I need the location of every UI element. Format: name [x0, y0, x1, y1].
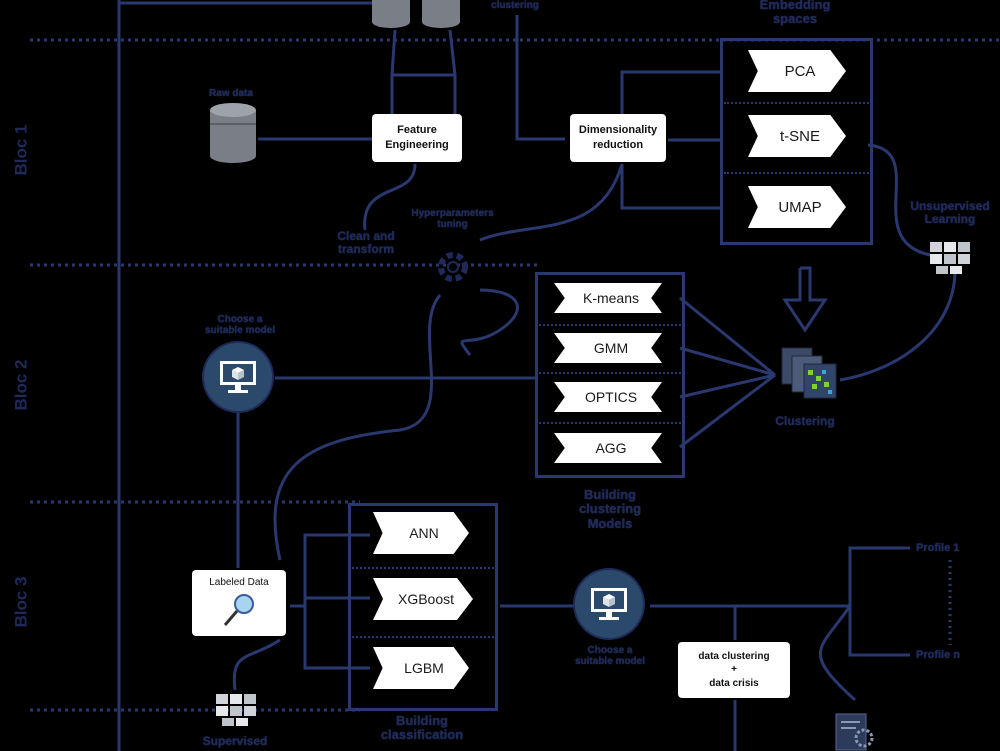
supervised-cubes-icon [216, 694, 256, 726]
feature-engineering-line-1: Feature [397, 124, 437, 137]
labeled-data-box[interactable]: Labeled Data [192, 570, 286, 636]
feature-engineering-line-2: Engineering [385, 139, 449, 151]
clustering-models-frame [535, 272, 685, 478]
clustering-label: Clustering [775, 414, 835, 428]
umap-tag[interactable]: UMAP [748, 186, 846, 228]
clustering-icon [781, 347, 837, 399]
bloc-2-label: Bloc 2 [11, 359, 31, 411]
ann-tag[interactable]: ANN [373, 512, 469, 554]
kmeans-tag[interactable]: K-means [554, 283, 662, 313]
labeled-data-label: Labeled Data [209, 577, 269, 588]
supervised-label: Supervised [202, 734, 268, 748]
profile-1-label: Profile 1 [916, 542, 960, 554]
monitor-icon [220, 361, 256, 393]
choose-model-circle[interactable] [204, 343, 272, 411]
clustering-separator [539, 324, 681, 326]
classifier-separator [352, 636, 494, 638]
gear-icon [438, 252, 468, 282]
lgbm-tag[interactable]: LGBM [373, 647, 469, 689]
tsne-tag[interactable]: t-SNE [748, 115, 846, 157]
monitor-icon [591, 588, 627, 620]
classifier-separator [352, 567, 494, 569]
profile-n-label: Profile n [916, 649, 961, 661]
magnifier-icon [223, 593, 254, 626]
xgboost-tag[interactable]: XGBoost [373, 578, 473, 620]
optics-tag[interactable]: OPTICS [554, 382, 662, 412]
embedding-frame [720, 38, 873, 245]
agg-tag[interactable]: AGG [554, 433, 662, 463]
clustering-separator [539, 422, 681, 424]
data-clustering-crisis-box[interactable]: data clustering+data crisis [678, 642, 790, 698]
clustering-separator [539, 372, 681, 374]
classifiers-frame [348, 503, 498, 711]
settings-document-icon [835, 713, 874, 751]
dimensionality-line-2: reduction [592, 139, 644, 151]
raw-data-label: Raw data [209, 88, 253, 99]
choose-model-circle-2[interactable] [575, 570, 643, 638]
dimensionality-line-1: Dimensionality [578, 124, 658, 137]
database-icon [372, 0, 460, 28]
embedding-separator [724, 102, 869, 104]
bloc-3-label: Bloc 3 [11, 576, 31, 628]
top-clustering-label: clustering [491, 0, 539, 11]
bloc-1-label: Bloc 1 [11, 124, 31, 176]
cubes-icon [930, 242, 970, 274]
gmm-tag[interactable]: GMM [554, 333, 662, 363]
embedding-separator [724, 172, 869, 174]
raw-data-database-icon [210, 103, 256, 163]
pca-tag[interactable]: PCA [748, 50, 846, 92]
dimensionality-reduction-box[interactable]: Dimensionality reduction [570, 114, 666, 162]
